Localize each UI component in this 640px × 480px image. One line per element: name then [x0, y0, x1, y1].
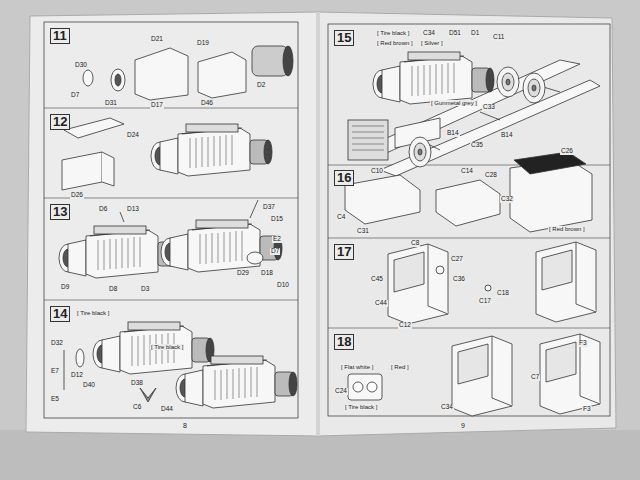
part-number: C35: [470, 142, 484, 149]
part-number: C45: [370, 276, 384, 283]
part-number: C6: [132, 404, 142, 411]
part-number: D12: [70, 372, 84, 379]
part-number: C8: [410, 240, 420, 247]
part-number: D38: [130, 380, 144, 387]
paint-note: [ Flat white ]: [340, 364, 374, 370]
part-number: F3: [582, 406, 592, 413]
part-number: E5: [50, 396, 60, 403]
part-number: C12: [398, 322, 412, 329]
part-number: C32: [500, 196, 514, 203]
part-number: D46: [200, 100, 214, 107]
part-number: E2: [272, 236, 282, 243]
part-number: D2: [256, 82, 266, 89]
paint-note: [ Tire black ]: [376, 30, 410, 36]
step-number: 14: [50, 306, 70, 322]
part-number: D51: [448, 30, 462, 37]
step-number: 16: [334, 170, 354, 186]
part-number: C34: [422, 30, 436, 37]
part-number: D18: [260, 270, 274, 277]
page-number: 9: [460, 422, 466, 429]
part-number: D30: [74, 62, 88, 69]
part-number: D6: [98, 206, 108, 213]
part-number: C11: [492, 34, 505, 41]
part-number: C24: [334, 388, 348, 395]
part-number: C33: [482, 104, 496, 111]
part-number: D24: [126, 132, 140, 139]
part-number: C28: [484, 172, 498, 179]
paint-note: [ Red ]: [390, 364, 410, 370]
step-number: 18: [334, 334, 354, 350]
part-number: D40: [82, 382, 96, 389]
part-number: D21: [150, 36, 164, 43]
part-number: D17: [150, 102, 164, 109]
step-number: 11: [50, 28, 70, 44]
part-number: B14: [446, 130, 460, 137]
paint-note: [ Tire black ]: [150, 344, 184, 350]
part-number: F3: [578, 340, 588, 347]
paint-note: [ Red brown ]: [548, 226, 586, 232]
part-number: C14: [460, 168, 474, 175]
paint-note: [ Silver ]: [420, 40, 444, 46]
part-number: D26: [70, 192, 84, 199]
part-number: D7: [270, 248, 280, 255]
part-number: C4: [336, 214, 346, 221]
part-number: C34: [440, 404, 454, 411]
step-number: 12: [50, 114, 70, 130]
paint-note: [ Red brown ]: [376, 40, 414, 46]
paint-note: [ Tire black ]: [344, 404, 378, 410]
part-number: C36: [452, 276, 466, 283]
part-number: C31: [356, 228, 370, 235]
part-number: C18: [496, 290, 510, 297]
part-number: D37: [262, 204, 276, 211]
part-number: C27: [450, 256, 464, 263]
part-number: D15: [270, 216, 284, 223]
part-number: D44: [160, 406, 174, 413]
part-number: D10: [276, 282, 290, 289]
step-number: 13: [50, 204, 70, 220]
part-number: C17: [478, 298, 492, 305]
part-number: C26: [560, 148, 574, 155]
step-number: 17: [334, 244, 354, 260]
step-number: 15: [334, 30, 354, 46]
part-number: D13: [126, 206, 140, 213]
part-number: E7: [50, 368, 60, 375]
part-number: D29: [236, 270, 250, 277]
part-number: D31: [104, 100, 118, 107]
page-number: 8: [182, 422, 188, 429]
paint-note: [ Gunmetal grey ]: [430, 100, 478, 106]
part-number: D19: [196, 40, 210, 47]
part-number: C10: [370, 168, 384, 175]
part-number: C7: [530, 374, 540, 381]
part-number: C44: [374, 300, 388, 307]
part-number: B14: [500, 132, 514, 139]
part-number: D8: [108, 286, 118, 293]
part-number: D9: [60, 284, 70, 291]
part-number: D7: [70, 92, 80, 99]
paint-note: [ Tire black ]: [76, 310, 110, 316]
part-number: D3: [140, 286, 150, 293]
part-number: D32: [50, 340, 64, 347]
part-number: D1: [470, 30, 480, 37]
